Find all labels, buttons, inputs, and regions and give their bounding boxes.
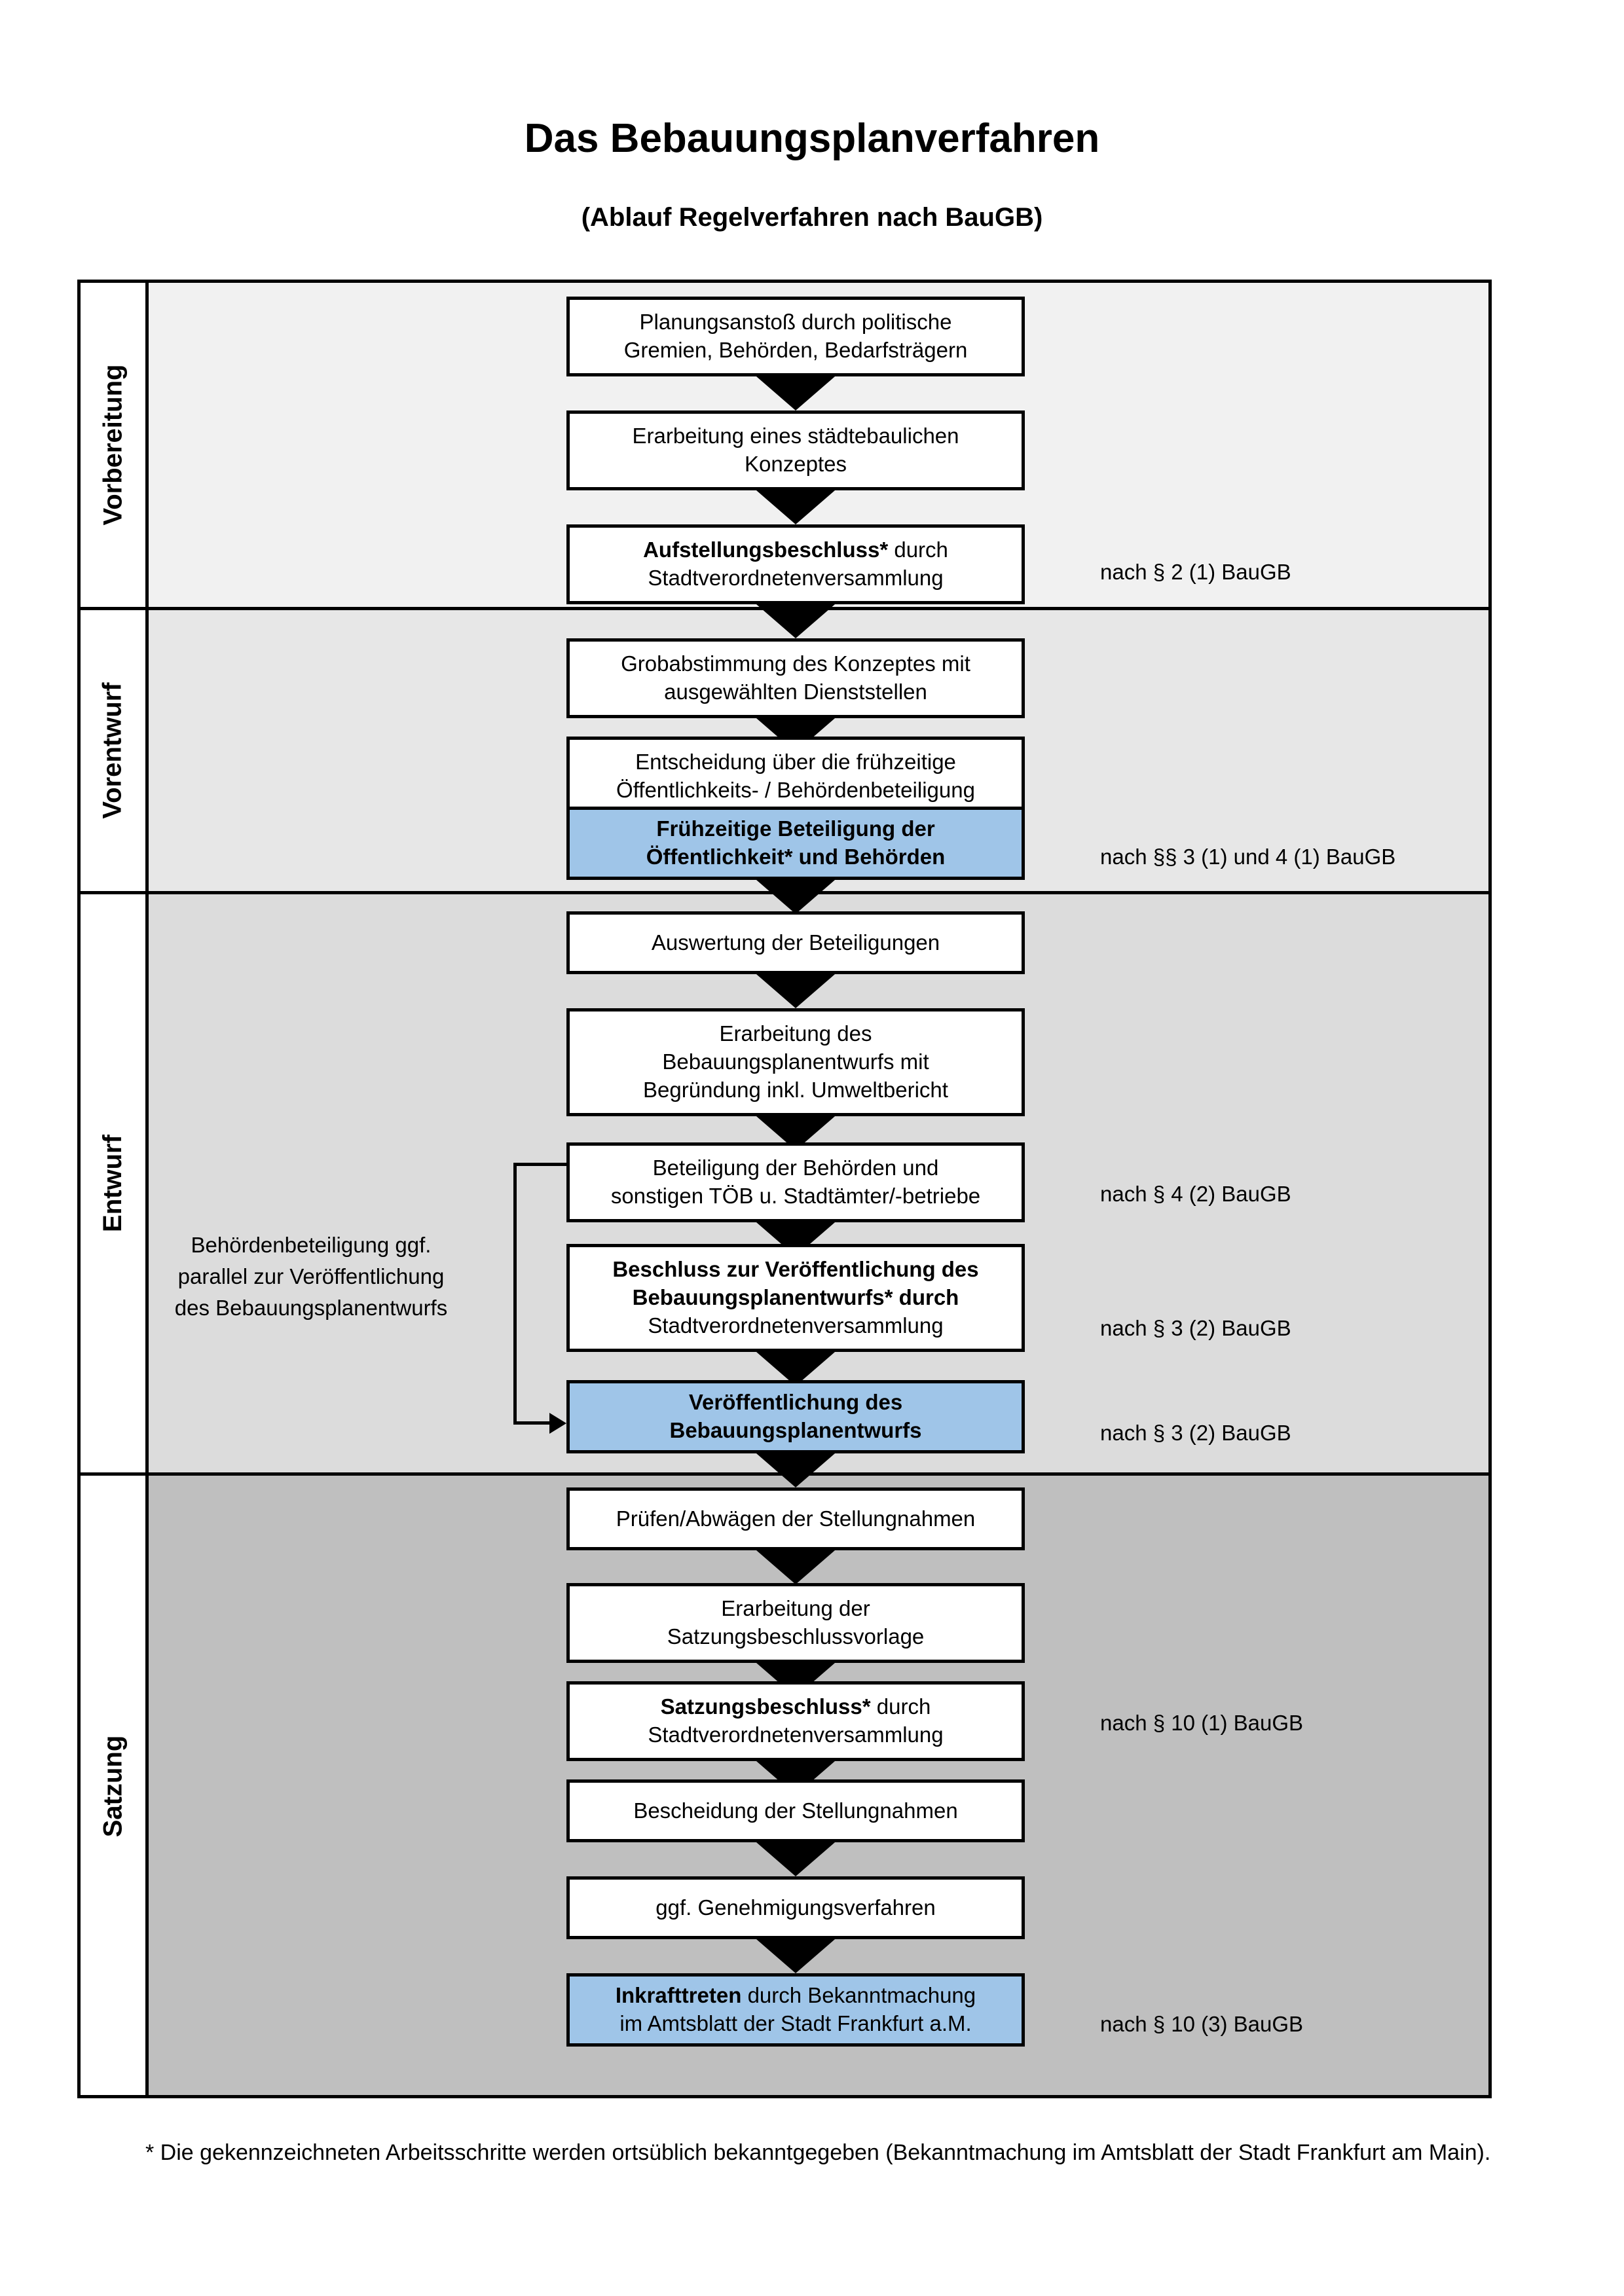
process-box-text: ggf. Genehmigungsverfahren [655,1895,936,1920]
parallel-process-annotation: Behördenbeteiligung ggf. parallel zur Ve… [170,1230,452,1324]
phase-label-vorentwurf: Vorentwurf [77,610,149,891]
phase-label-satzung: Satzung [77,1476,149,2096]
footnote: * Die gekennzeichneten Arbeitsschritte w… [145,2140,1491,2165]
flow-arrow-icon [756,880,835,914]
page-title: Das Bebauungsplanverfahren [524,116,1100,161]
flow-arrow-icon [756,1453,835,1487]
legal-reference-par3-2-a: nach § 3 (2) BauGB [1100,1316,1291,1340]
flow-arrow-icon [756,974,835,1008]
phase-label-vorbereitung: Vorbereitung [77,283,149,607]
legal-reference-par10-3: nach § 10 (3) BauGB [1100,2012,1304,2036]
process-box-text: Prüfen/Abwägen der Stellungnahmen [616,1506,976,1531]
phase-label-entwurf: Entwurf [77,894,149,1472]
diagram-frame [77,280,1492,2098]
phase-label-text: Entwurf [98,1135,127,1232]
phase-label-text: Vorentwurf [98,682,127,819]
annotation-text: Behördenbeteiligung ggf. parallel zur Ve… [174,1233,448,1320]
process-box-text: Bescheidung der Stellungnahmen [633,1798,958,1823]
phase-label-text: Vorbereitung [98,364,127,526]
flow-arrow-icon [756,376,835,410]
process-box-bescheidung-stellungnahmen[interactable]: Bescheidung der Stellungnahmen [566,1779,1025,1842]
legal-reference-par3-1-4-1: nach §§ 3 (1) und 4 (1) BauGB [1100,845,1396,869]
process-box-auswertung-beteiligungen[interactable]: Auswertung der Beteiligungen [566,911,1025,974]
flow-arrow-icon [756,490,835,524]
legal-reference-par3-2-b: nach § 3 (2) BauGB [1100,1421,1291,1445]
flow-arrow-icon [756,604,835,638]
flow-arrow-icon [756,1550,835,1584]
process-box-pruefen-abwaegen[interactable]: Prüfen/Abwägen der Stellungnahmen [566,1487,1025,1550]
legal-reference-par4-2: nach § 4 (2) BauGB [1100,1182,1291,1206]
flow-arrow-icon [756,1842,835,1876]
page-subtitle: (Ablauf Regelverfahren nach BauGB) [581,203,1043,232]
connector-branch-bottom [513,1421,549,1425]
process-box-genehmigungsverfahren[interactable]: ggf. Genehmigungsverfahren [566,1876,1025,1939]
legal-reference-par2-1: nach § 2 (1) BauGB [1100,560,1291,584]
connector-branch-top [513,1163,566,1166]
connector-branch-vertical [513,1163,517,1425]
process-box-text: Auswertung der Beteiligungen [651,930,940,955]
legal-reference-par10-1: nach § 10 (1) BauGB [1100,1711,1304,1735]
connector-arrowhead-icon [549,1413,566,1434]
phase-label-column-separator [145,280,149,2098]
flow-arrow-icon [756,1939,835,1973]
phase-label-text: Satzung [98,1735,128,1837]
